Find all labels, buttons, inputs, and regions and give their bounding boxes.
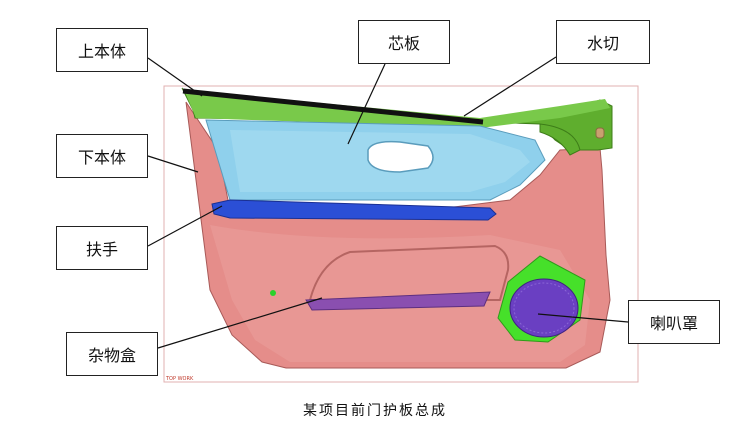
label-lower-body: 下本体	[56, 134, 148, 178]
storage-box-shape	[305, 291, 491, 311]
small-marker	[270, 290, 276, 296]
label-speaker-grille: 喇叭罩	[628, 300, 720, 344]
label-storage-box: 杂物盒	[66, 332, 158, 376]
label-water-cut: 水切	[556, 20, 650, 64]
label-upper-body: 上本体	[56, 28, 148, 72]
leader-water-cut	[463, 56, 557, 117]
leader-core-panel	[347, 63, 386, 145]
leader-lower-body	[147, 155, 199, 173]
upper-body-flange	[539, 123, 581, 156]
leader-upper-body	[147, 57, 203, 97]
label-armrest: 扶手	[56, 226, 148, 270]
lower-body-shading	[210, 225, 590, 362]
leader-speaker-grille	[537, 313, 629, 323]
speaker-grille-shape	[509, 278, 579, 338]
figure-caption: 某项目前门护板总成	[303, 403, 447, 419]
leader-storage-box	[157, 297, 323, 349]
leader-armrest	[147, 205, 223, 247]
door-handle-recess	[367, 140, 434, 173]
storage-box-outline	[308, 244, 510, 301]
upper-body-clip	[595, 127, 605, 139]
armrest-shape	[211, 199, 497, 221]
frame-tag: TOP WORK	[166, 376, 194, 382]
speaker-grille-mesh	[513, 282, 575, 334]
water-cut-strip	[182, 88, 484, 125]
upper-body-highlight	[184, 90, 610, 128]
label-core-panel: 芯板	[358, 20, 450, 64]
